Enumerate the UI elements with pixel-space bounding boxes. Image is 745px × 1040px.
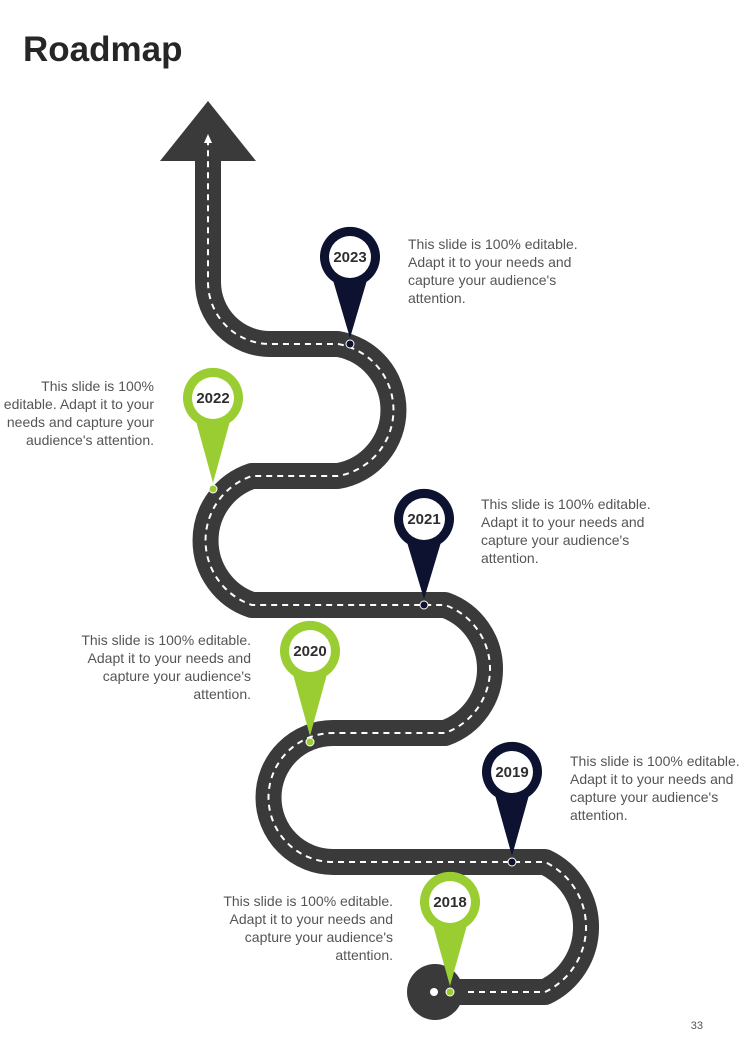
roadmap-road: 2018 2019 2020 2021 2022 2023 <box>160 101 599 1020</box>
pin-anchor-dot <box>208 484 218 494</box>
map-pin-2020: 2020 <box>280 620 341 747</box>
road-center-line <box>204 140 587 993</box>
center-line-arrow-tip <box>204 134 212 143</box>
pin-year-label: 2020 <box>293 643 326 660</box>
pin-anchor-dot <box>345 339 355 349</box>
pin-anchor-dot <box>445 987 455 997</box>
milestone-description-2023: This slide is 100% editable. Adapt it to… <box>408 236 578 306</box>
milestone-description-2018: This slide is 100% editable. Adapt it to… <box>223 893 393 963</box>
pin-anchor-dot <box>305 737 315 747</box>
pin-year-label: 2023 <box>333 249 366 266</box>
milestone-description-2021: This slide is 100% editable. Adapt it to… <box>481 496 651 566</box>
map-pin-2023: 2023 <box>320 226 380 349</box>
page-number: 33 <box>690 1020 703 1032</box>
pin-anchor-dot <box>507 857 517 867</box>
pin-inner-circle <box>403 498 445 540</box>
pin-inner-circle <box>329 236 371 278</box>
map-pin-2018: 2018 <box>420 871 481 997</box>
pin-year-label: 2018 <box>433 894 466 911</box>
page-title: Roadmap <box>23 30 183 69</box>
pin-inner-circle <box>491 751 533 793</box>
road-start-dot <box>430 988 438 996</box>
milestone-description-2020: This slide is 100% editable. Adapt it to… <box>81 632 251 702</box>
pin-year-label: 2021 <box>407 511 440 528</box>
pin-inner-circle <box>192 377 234 419</box>
pin-year-label: 2019 <box>495 764 528 781</box>
map-pin-2022: 2022 <box>183 367 243 494</box>
pin-inner-circle <box>429 881 471 923</box>
milestone-description-2022: This slide is 100% editable. Adapt it to… <box>3 378 154 448</box>
map-pin-2021: 2021 <box>394 488 455 610</box>
pin-anchor-dot <box>419 600 429 610</box>
milestone-description-2019: This slide is 100% editable. Adapt it to… <box>570 753 740 823</box>
map-pin-2019: 2019 <box>482 741 543 867</box>
pin-year-label: 2022 <box>196 390 229 407</box>
pin-inner-circle <box>289 630 331 672</box>
arrow-head <box>160 101 256 161</box>
